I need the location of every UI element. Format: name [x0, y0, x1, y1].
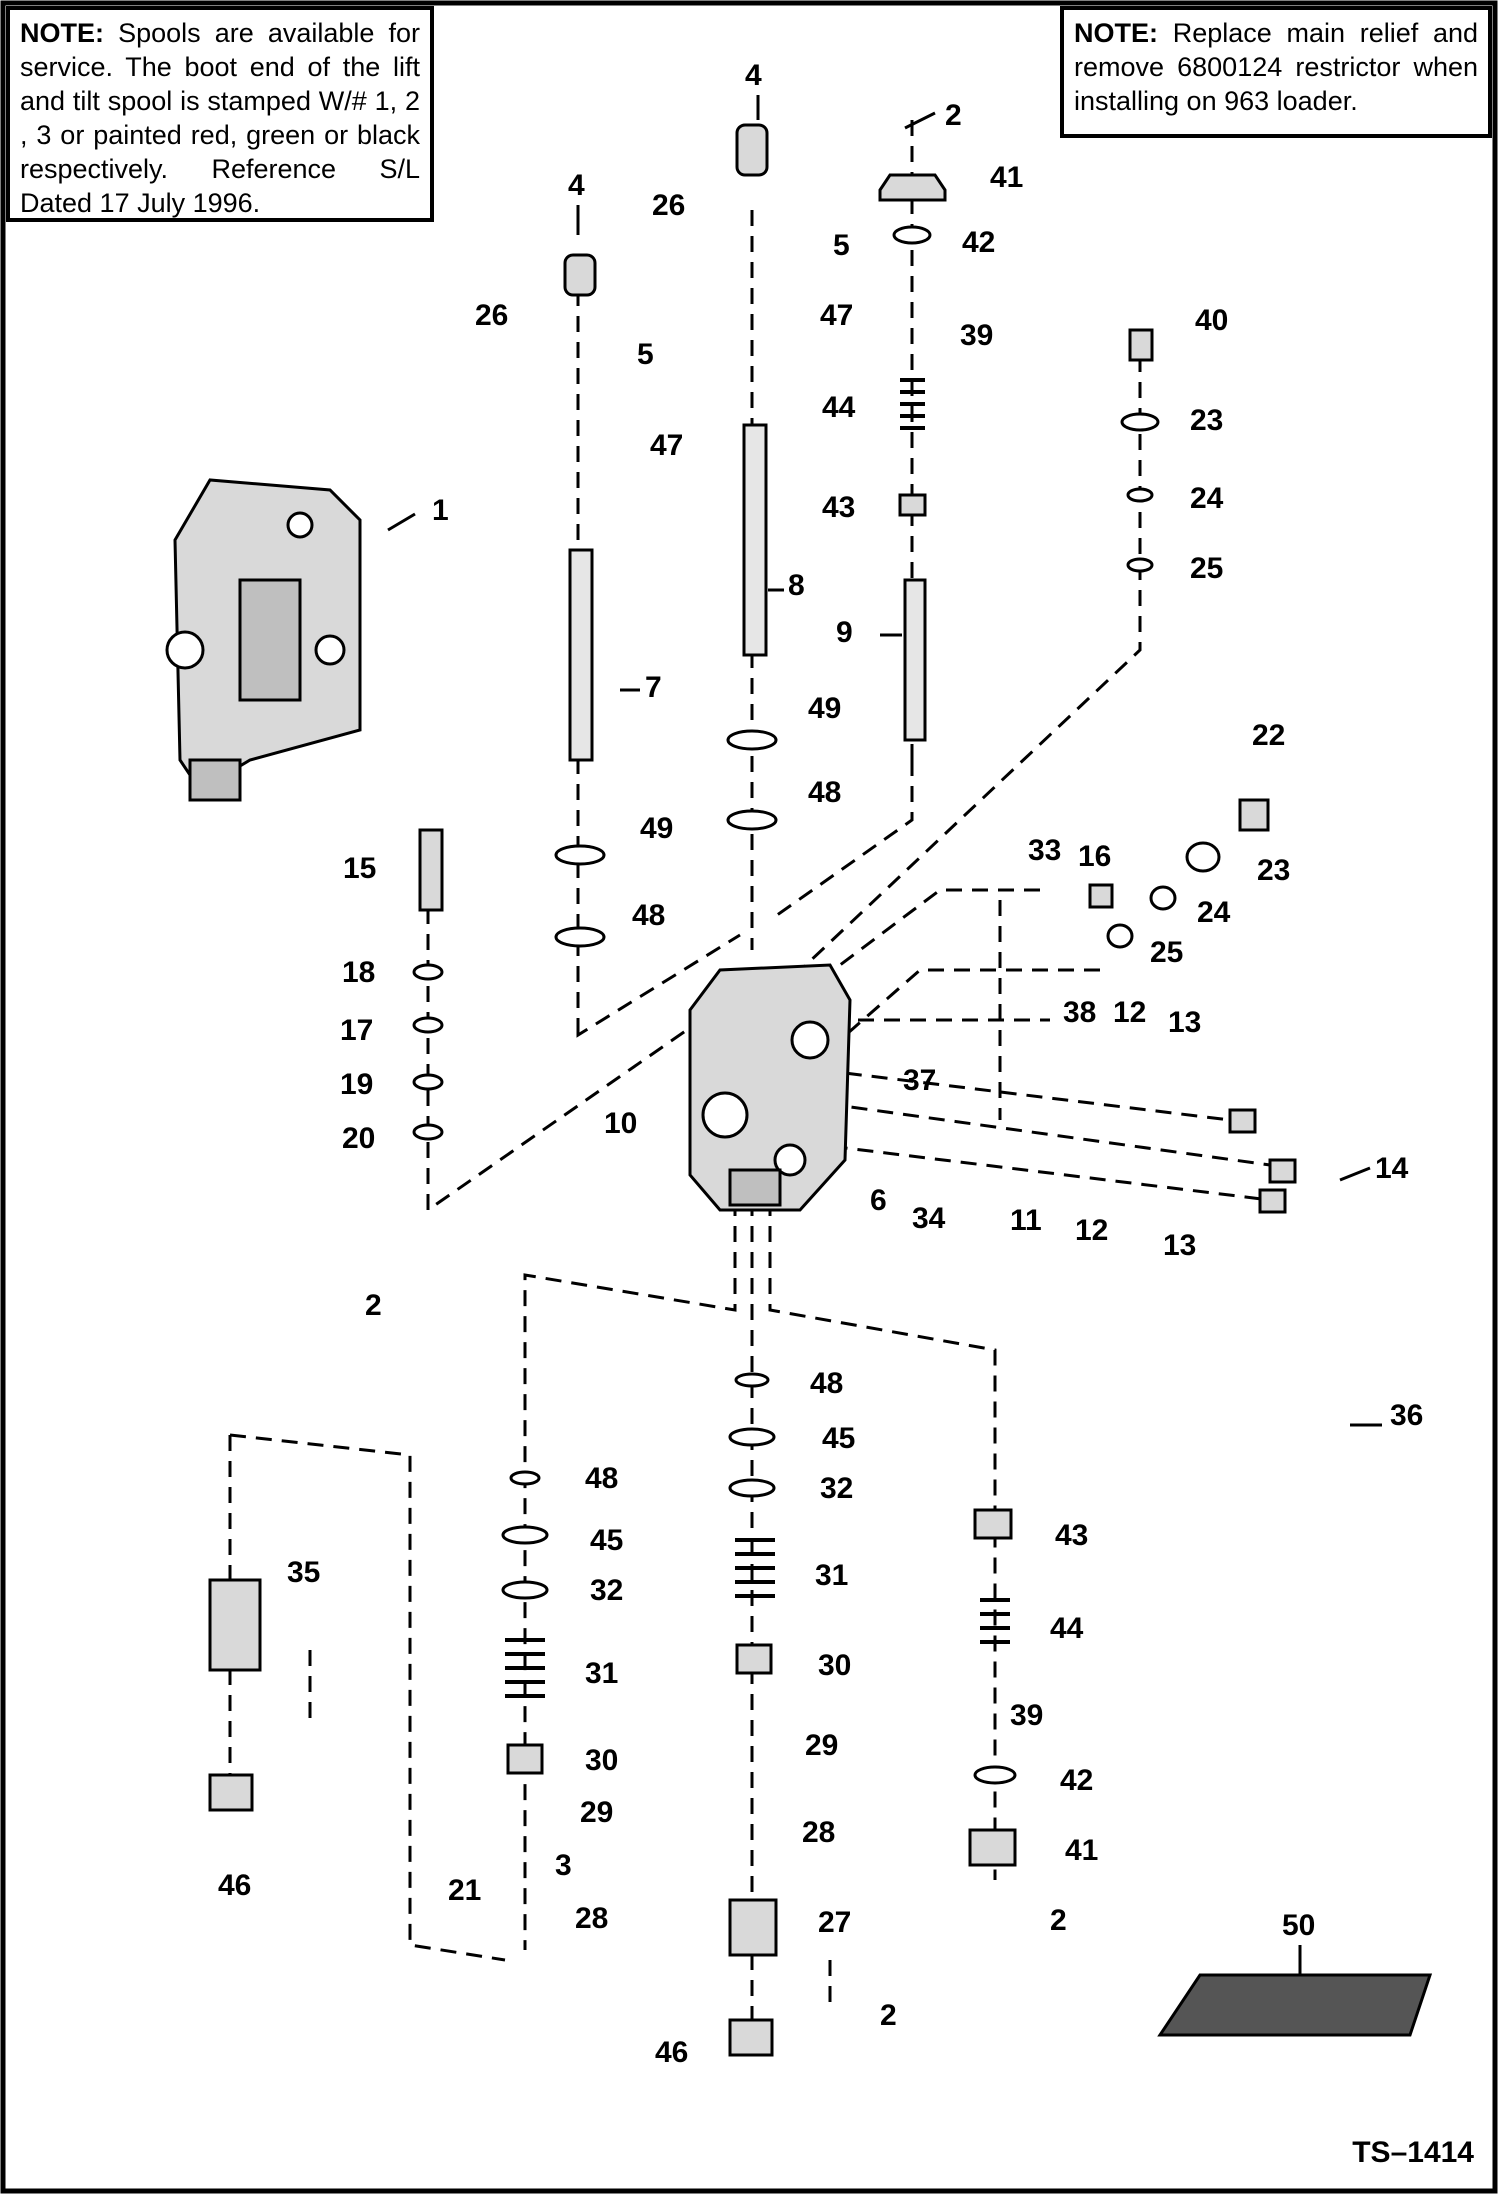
callout-25b: 25: [1150, 936, 1183, 969]
callout-12: 12: [1113, 996, 1146, 1029]
callout-22: 22: [1252, 719, 1285, 752]
callout-37: 37: [903, 1064, 936, 1097]
callout-28b: 28: [575, 1902, 608, 1935]
callout-4: 4: [745, 59, 762, 92]
callout-31b: 31: [585, 1657, 618, 1690]
callout-48c: 48: [810, 1367, 843, 1400]
callout-2: 2: [945, 99, 962, 132]
callout-17: 17: [340, 1014, 373, 1047]
callout-48b: 48: [632, 899, 665, 932]
callout-38: 38: [1063, 996, 1096, 1029]
callout-34: 34: [912, 1202, 946, 1235]
label-leaders: [387, 95, 1382, 1975]
callout-45b: 45: [590, 1524, 623, 1557]
callout-24: 24: [1190, 482, 1224, 515]
valve-assembly-icon: [165, 478, 362, 802]
spools: [568, 423, 927, 762]
callout-41b: 41: [1065, 1834, 1098, 1867]
callout-13: 13: [1168, 1006, 1201, 1039]
callout-42: 42: [962, 226, 995, 259]
note-main-relief: NOTE: Replace main relief and remove 680…: [1060, 6, 1492, 138]
callout-29b: 29: [580, 1796, 613, 1829]
misc-parts: [208, 123, 1433, 2057]
callout-39: 39: [960, 319, 993, 352]
callout-48d: 48: [585, 1462, 618, 1495]
callout-14: 14: [1375, 1152, 1409, 1185]
spool-7: [568, 548, 594, 762]
valve-body-icon: [688, 963, 852, 1212]
callout-10: 10: [604, 1107, 637, 1140]
callout-43b: 43: [1055, 1519, 1088, 1552]
note-main-relief-prefix: NOTE:: [1074, 18, 1158, 48]
callout-24b: 24: [1197, 896, 1231, 929]
callout-35: 35: [287, 1556, 320, 1589]
note-main-relief-text: Replace main relief and remove 6800124 r…: [1074, 18, 1478, 116]
callout-32: 32: [820, 1472, 853, 1505]
callout-30b: 30: [585, 1744, 618, 1777]
callout-50: 50: [1282, 1909, 1315, 1942]
callout-27: 27: [818, 1906, 851, 1939]
callout-4b: 4: [568, 169, 585, 202]
callout-19: 19: [340, 1068, 373, 1101]
callout-49b: 49: [640, 812, 673, 845]
callout-3: 3: [555, 1849, 572, 1882]
callout-5b: 5: [637, 338, 654, 371]
callout-47: 47: [820, 299, 853, 332]
callout-29: 29: [805, 1729, 838, 1762]
spool-8: [742, 423, 768, 657]
callout-11: 11: [1010, 1204, 1042, 1237]
callout-8: 8: [788, 569, 805, 602]
note-spools: NOTE: Spools are available for service. …: [6, 6, 434, 222]
callout-46b: 46: [655, 2036, 688, 2069]
callout-26: 26: [652, 189, 685, 222]
springs: [505, 378, 1010, 1698]
figure-id: TS–1414: [1352, 2136, 1474, 2169]
callout-20: 20: [342, 1122, 375, 1155]
callout-49: 49: [808, 692, 841, 725]
callout-48: 48: [808, 776, 841, 809]
callout-30: 30: [818, 1649, 851, 1682]
callout-25: 25: [1190, 552, 1223, 585]
callout-32b: 32: [590, 1574, 623, 1607]
callout-31: 31: [815, 1559, 848, 1592]
callout-16: 16: [1078, 840, 1111, 873]
note-spools-text: Spools are available for service. The bo…: [20, 18, 420, 218]
seals: [412, 225, 1221, 1785]
callout-46: 46: [218, 1869, 251, 1902]
callout-23b: 23: [1257, 854, 1290, 887]
callout-21: 21: [448, 1874, 481, 1907]
callout-44b: 44: [1050, 1612, 1084, 1645]
callout-45: 45: [822, 1422, 855, 1455]
callout-7: 7: [645, 671, 662, 704]
callout-9: 9: [836, 616, 853, 649]
callout-13b: 13: [1163, 1229, 1196, 1262]
callout-28: 28: [802, 1816, 835, 1849]
callout-2c: 2: [880, 1999, 897, 2032]
callout-41: 41: [990, 161, 1023, 194]
note-spools-prefix: NOTE:: [20, 18, 104, 48]
callout-12b: 12: [1075, 1214, 1108, 1247]
callout-15: 15: [343, 852, 376, 885]
callout-1: 1: [432, 494, 449, 527]
callout-36: 36: [1390, 1399, 1423, 1432]
callout-2d: 2: [1050, 1904, 1067, 1937]
callout-47b: 47: [650, 429, 683, 462]
callout-42b: 42: [1060, 1764, 1093, 1797]
callout-2b: 2: [365, 1289, 382, 1322]
callout-23: 23: [1190, 404, 1223, 437]
callouts: 1 2 2 2 2 3 4 4 5 5 6 7 8 9 10 11 12 12 …: [218, 59, 1423, 2069]
callout-39b: 39: [1010, 1699, 1043, 1732]
callout-33: 33: [1028, 834, 1061, 867]
callout-18: 18: [342, 956, 375, 989]
spool-9: [903, 578, 927, 742]
callout-40: 40: [1195, 304, 1228, 337]
callout-6: 6: [870, 1184, 887, 1217]
callout-44: 44: [822, 391, 856, 424]
callout-43: 43: [822, 491, 855, 524]
callout-5: 5: [833, 229, 850, 262]
callout-26b: 26: [475, 299, 508, 332]
